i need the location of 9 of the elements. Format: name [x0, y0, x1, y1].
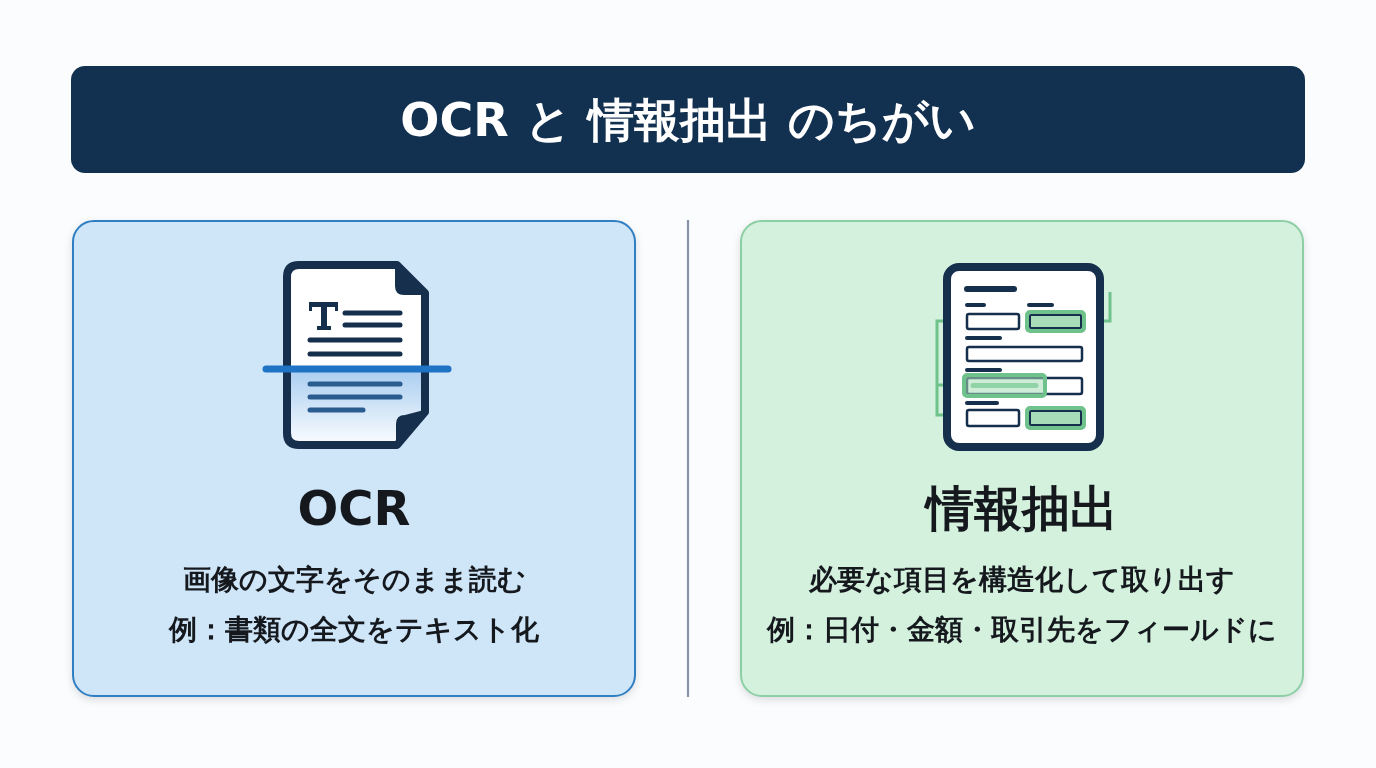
card-heading: 情報抽出	[926, 478, 1118, 538]
card-heading: OCR	[297, 478, 411, 538]
card-description: 必要な項目を構造化して取り出す	[809, 561, 1235, 598]
example-text: 例：書類の全文をテキスト化	[169, 611, 539, 648]
title: OCR と 情報抽出 のちがい	[400, 91, 976, 149]
comparison-card	[740, 220, 1304, 697]
card-description: 画像の文字をそのまま読む	[182, 561, 526, 598]
example-text: 例：日付・金額・取引先をフィールドに	[767, 611, 1277, 648]
comparison-card	[72, 220, 636, 697]
